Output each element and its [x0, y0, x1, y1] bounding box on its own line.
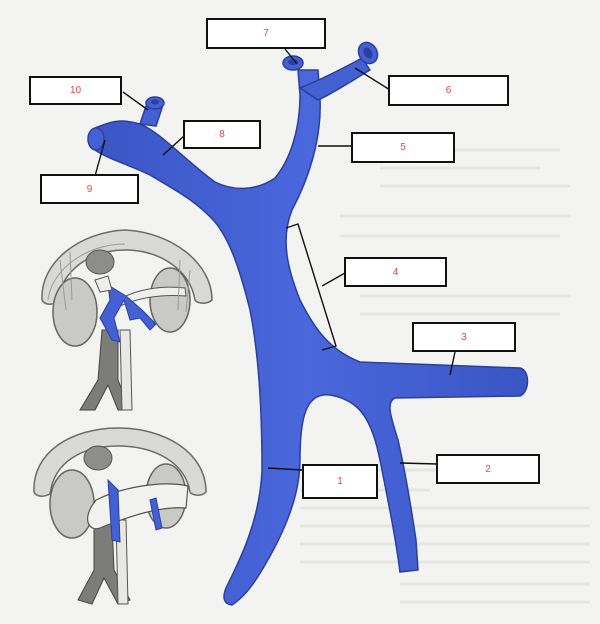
left-branch-end	[87, 127, 105, 151]
label-2: 2	[485, 463, 491, 475]
left-upper-branch	[138, 105, 164, 127]
label-box-2[interactable]: 2	[436, 454, 540, 484]
leader-line-8	[162, 135, 185, 156]
leader-line-6	[354, 67, 391, 91]
leader-line-10	[122, 91, 149, 111]
label-box-9[interactable]: 9	[40, 174, 139, 204]
label-1: 1	[337, 476, 343, 487]
label-box-6[interactable]: 6	[388, 75, 509, 106]
leader-line-7	[284, 48, 298, 65]
leader-lines	[94, 48, 456, 471]
label-5: 5	[400, 142, 406, 153]
right-branch	[298, 57, 372, 101]
portal-vein-trunk	[87, 69, 529, 606]
leader-line-3	[449, 351, 456, 376]
leader-line-2	[399, 462, 439, 465]
leader-line-1	[267, 467, 303, 471]
bracket-4	[285, 223, 337, 351]
portal-vein-system	[87, 41, 529, 606]
label-4: 4	[392, 266, 399, 278]
label-8: 8	[219, 129, 225, 140]
leader-line-9	[94, 139, 106, 177]
leader-line-4	[321, 272, 346, 287]
label-7: 7	[263, 28, 269, 39]
label-box-4[interactable]: 4	[344, 257, 447, 287]
abdomen-illustration-upper	[41, 229, 213, 411]
label-9: 9	[86, 183, 93, 195]
label-10: 10	[69, 85, 82, 96]
label-6: 6	[445, 85, 452, 96]
label-box-8[interactable]: 8	[183, 120, 261, 149]
abdomen-illustration-lower	[33, 427, 207, 605]
label-box-10[interactable]: 10	[29, 76, 122, 105]
label-box-1[interactable]: 1	[302, 464, 378, 499]
label-box-7[interactable]: 7	[206, 18, 326, 49]
label-box-3[interactable]: 3	[412, 322, 516, 352]
background-page-lines	[280, 148, 590, 604]
label-3: 3	[461, 331, 467, 343]
label-box-5[interactable]: 5	[351, 132, 455, 163]
